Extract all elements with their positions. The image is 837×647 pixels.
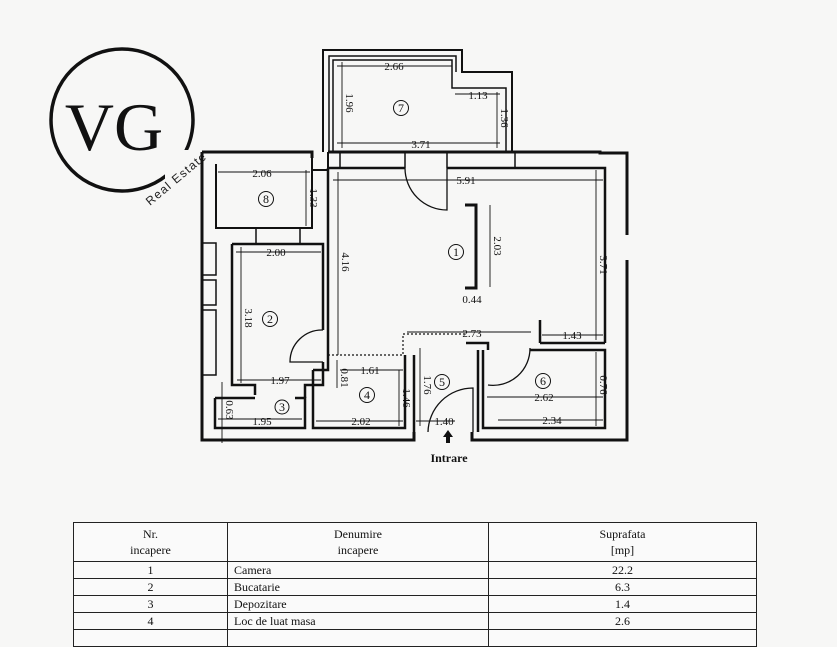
- dimension-labels: 2.66 1.96 1.13 1.36 3.71 2.06 1.33 5.91 …: [223, 61, 609, 428]
- door-room6: [487, 347, 531, 386]
- walls: [200, 49, 629, 442]
- dim-4-right: 1.46: [400, 388, 412, 408]
- dim-7-bottom: 3.71: [411, 139, 430, 151]
- room-number-6: 6: [540, 374, 546, 388]
- cell-area: 22.2: [488, 561, 757, 579]
- dim-2-left: 3.18: [242, 308, 254, 328]
- dim-5-width: 1.40: [434, 416, 454, 428]
- room-number-4: 4: [364, 388, 370, 402]
- dim-3-width: 1.95: [252, 416, 272, 428]
- dim-7-left: 1.96: [343, 93, 355, 113]
- dim-1-small: 0.44: [462, 294, 482, 306]
- logo-monogram: VG: [65, 89, 163, 165]
- header-area: Suprafata[mp]: [488, 522, 757, 562]
- cell-nr: 3: [73, 595, 228, 613]
- logo-circle: [49, 47, 195, 193]
- dim-8-width: 2.06: [252, 168, 272, 180]
- dim-6-width: 2.62: [534, 392, 553, 404]
- room-number-8: 8: [263, 192, 269, 206]
- cell-nr: 2: [73, 578, 228, 596]
- room-number-5: 5: [439, 375, 445, 389]
- dim-2-top: 2.00: [266, 247, 286, 259]
- cell-nr: 1: [73, 561, 228, 579]
- room-number-7: 7: [398, 101, 404, 115]
- doors: [289, 167, 531, 433]
- dim-1-left: 4.16: [339, 252, 351, 272]
- dim-3-height: 0.63: [223, 400, 235, 420]
- dim-7-right: 1.36: [498, 108, 510, 128]
- dim-1-wall: 2.03: [491, 236, 503, 256]
- header-nr: Nr.incapere: [73, 522, 228, 562]
- cell-area: 1.4: [488, 595, 757, 613]
- room-number-2: 2: [267, 312, 273, 326]
- entrance-label: Intrare: [430, 451, 468, 465]
- cell-area: 6.3: [488, 578, 757, 596]
- logo: VG Real Estate: [49, 47, 210, 210]
- cell-name: Bucatarie: [227, 578, 489, 596]
- door-room1: [404, 167, 448, 211]
- dim-1-bottom: 2.73: [462, 328, 482, 340]
- dimension-lines: [218, 62, 603, 443]
- room-numbers: 1 2 3 4 5 6 7 8: [263, 101, 546, 414]
- room-number-1: 1: [453, 245, 459, 259]
- door-room2: [289, 329, 324, 363]
- cell-area: 2.6: [488, 612, 757, 630]
- floor-plan: VG Real Estate: [49, 47, 629, 465]
- dim-5-height: 1.76: [421, 375, 433, 395]
- entrance-arrow-icon: [443, 430, 453, 443]
- dim-4-bottom: 2.02: [351, 416, 370, 428]
- dim-1-right: 3.71: [597, 255, 609, 274]
- dim-6-height: 0.76: [597, 375, 609, 395]
- room-markers: [258, 100, 551, 415]
- dim-1-bottom-right: 1.43: [562, 330, 582, 342]
- dim-8-height: 1.33: [307, 188, 319, 208]
- cell-name: Depozitare: [227, 595, 489, 613]
- dim-4-left: 0.81: [338, 368, 350, 387]
- dim-2-bottom: 1.97: [270, 375, 290, 387]
- cell-name: Loc de luat masa: [227, 612, 489, 630]
- dim-7-top: 2.66: [384, 61, 404, 73]
- cell-nr: 4: [73, 612, 228, 630]
- table-row-partial: [73, 629, 757, 647]
- cell-name: Camera: [227, 561, 489, 579]
- dim-1-width: 5.91: [456, 175, 475, 187]
- dim-4-top: 1.61: [360, 365, 379, 377]
- room-number-3: 3: [279, 400, 285, 414]
- dim-6-bottom: 2.34: [542, 415, 562, 427]
- dim-7-notch: 1.13: [468, 90, 488, 102]
- door-entrance: [427, 387, 474, 433]
